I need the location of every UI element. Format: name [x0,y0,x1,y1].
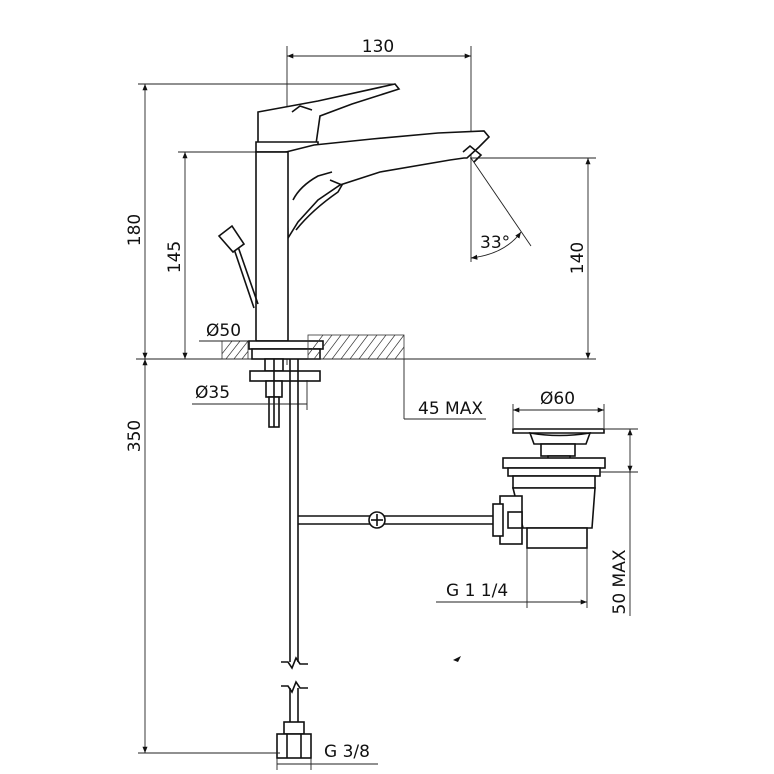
popup-knob [217,224,246,254]
dimension-length-350: 350 [125,359,280,754]
lever-handle [257,83,401,145]
dimension-deck-45-max: 45 MAX [403,359,486,420]
label-45-max: 45 MAX [418,399,483,419]
dimension-thread-g114: G 1 1/4 [436,548,588,608]
base-ring [248,340,324,350]
label-dia-60: Ø60 [540,389,575,409]
faucet [217,83,491,360]
dimension-height-180: 180 [125,83,395,359]
dimension-angle-33: 33° [470,157,532,260]
pop-up-waste [492,428,606,549]
label-350: 350 [125,420,145,452]
label-130: 130 [362,37,394,57]
label-g114: G 1 1/4 [446,581,508,601]
label-180: 180 [125,214,145,246]
dimension-height-145: 145 [165,151,258,359]
flexible-hose [276,359,312,759]
dimension-height-50-max: 50 MAX [600,428,638,616]
label-dia-35: Ø35 [195,383,230,403]
dimension-dia-60: Ø60 [512,389,605,428]
dimension-thread-g38: G 3/8 [276,742,378,770]
hose-nut [283,721,305,735]
popup-linkage [298,511,500,529]
faucet-body [255,151,289,342]
dimension-dia-50: Ø50 [199,321,256,342]
label-dia-50: Ø50 [206,321,241,341]
stray-mark [453,656,461,662]
label-g38: G 3/8 [324,742,370,762]
label-145: 145 [165,241,185,273]
dimension-height-140: 140 [470,157,596,359]
spout [285,130,491,241]
waste-flange [512,428,605,434]
fixing-assembly [249,358,321,428]
label-50-max: 50 MAX [610,549,630,614]
label-140: 140 [568,242,588,274]
dimension-dia-35: Ø35 [192,380,308,410]
label-33: 33° [480,233,510,253]
